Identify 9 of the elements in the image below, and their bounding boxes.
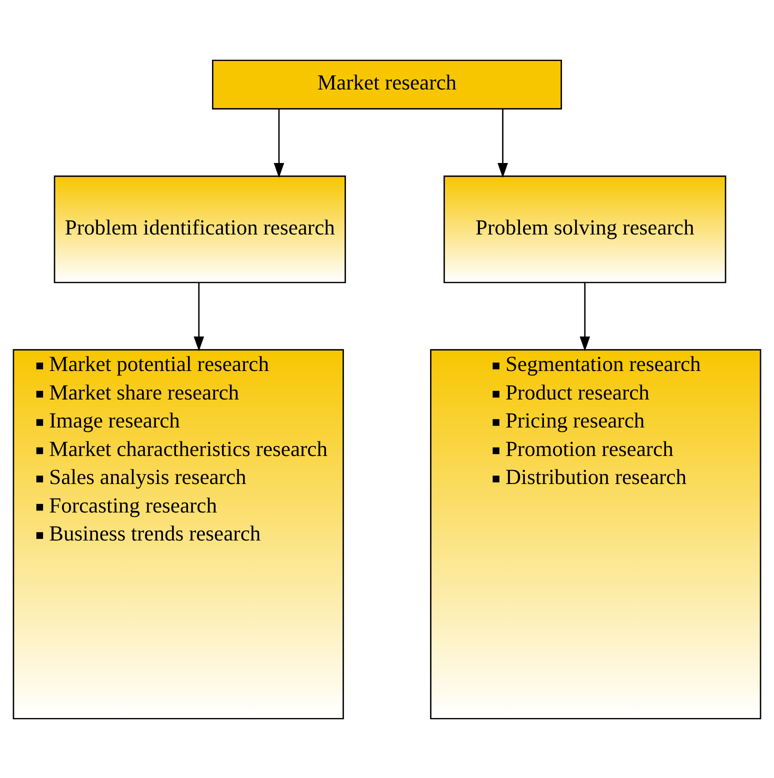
node-box: Segmentation research Product research Pricing research Promotion research Distribution research: [430, 348, 762, 719]
node-box: Market potential research Market share research Image research Market charactheristics research Sales analysis research Forcasting research Business trends research: [12, 348, 344, 719]
arrow: [580, 282, 590, 351]
node-box: Market research: [212, 59, 562, 110]
arrow: [194, 282, 204, 351]
node-box: Problem identification research: [54, 174, 346, 283]
arrow: [498, 108, 508, 178]
node-box: Problem solving research: [444, 174, 726, 283]
arrow: [274, 108, 284, 178]
